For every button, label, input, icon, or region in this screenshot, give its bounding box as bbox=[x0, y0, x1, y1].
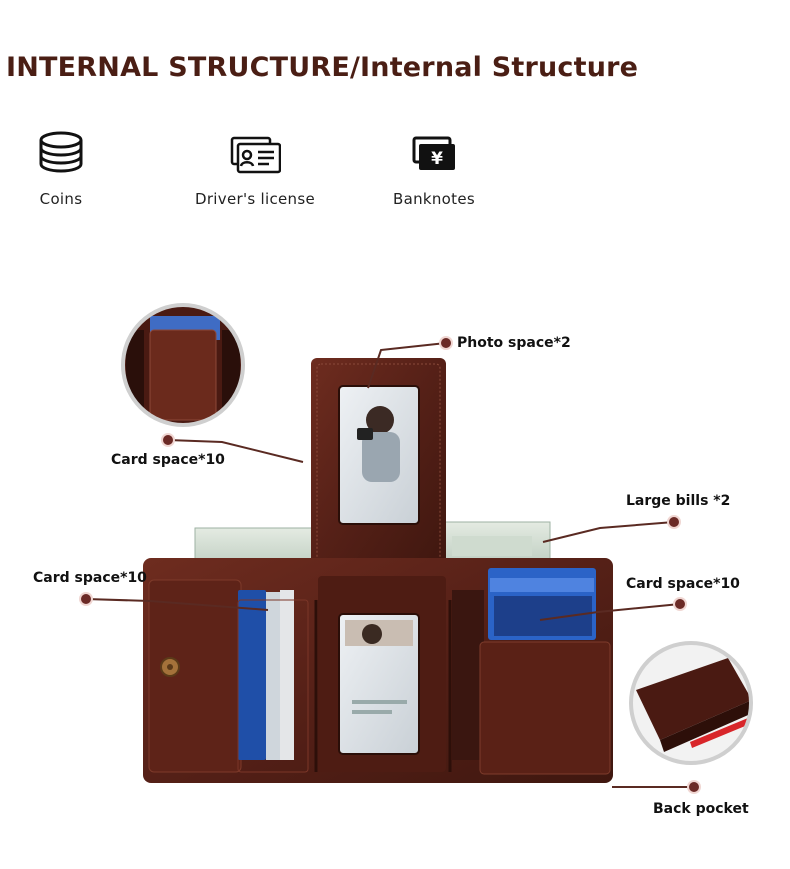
photo-panel bbox=[311, 358, 446, 568]
banknote-icon: ¥ bbox=[412, 136, 455, 170]
callout-card-space-right: Card space*10 bbox=[626, 576, 740, 592]
feature-label: Driver's license bbox=[194, 190, 316, 208]
callout-card-space-top: Card space*10 bbox=[111, 452, 225, 468]
callout-card-space-left: Card space*10 bbox=[33, 570, 147, 586]
callout-photo-space: Photo space*2 bbox=[457, 335, 571, 351]
svg-text:¥: ¥ bbox=[431, 149, 443, 169]
feature-banknotes: ¥ Banknotes bbox=[354, 130, 514, 208]
id-card-icon bbox=[230, 136, 281, 174]
feature-license: Driver's license bbox=[175, 130, 335, 208]
card-slot-zoom-image bbox=[121, 303, 245, 427]
feature-label: Banknotes bbox=[393, 190, 475, 208]
coins-icon bbox=[39, 131, 83, 173]
callout-large-bills: Large bills *2 bbox=[626, 493, 731, 509]
back-pocket-zoom-image bbox=[629, 641, 753, 765]
wallet-body bbox=[143, 558, 613, 783]
feature-label: Coins bbox=[39, 190, 83, 208]
callout-back-pocket: Back pocket bbox=[653, 801, 749, 817]
feature-coins: Coins bbox=[0, 130, 141, 208]
page-title: INTERNAL STRUCTURE/Internal Structure bbox=[6, 52, 639, 83]
